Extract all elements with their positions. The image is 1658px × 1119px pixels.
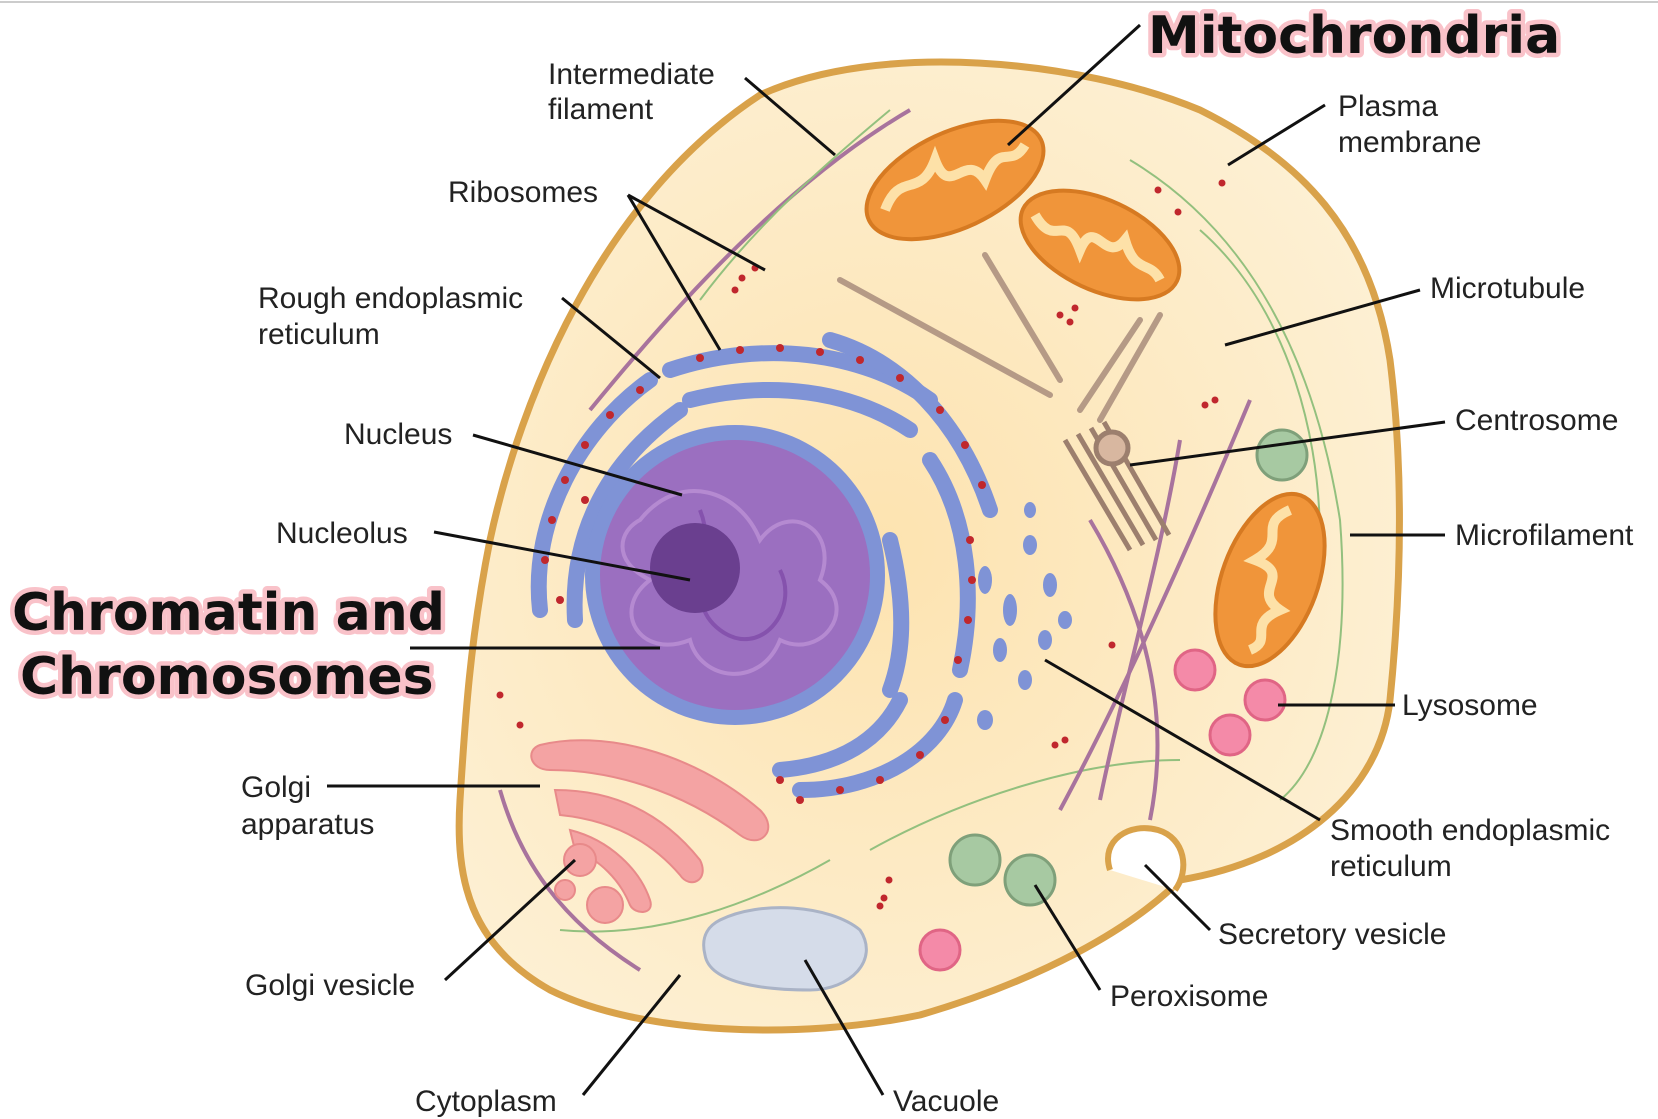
label-cytoplasm: Cytoplasm xyxy=(415,1085,557,1118)
label-rough-er-1: Rough endoplasmic xyxy=(258,282,523,315)
label-microfilament: Microfilament xyxy=(1455,519,1634,552)
label-intermediate-filament-2: filament xyxy=(548,93,654,126)
label-smooth-er-1: Smooth endoplasmic xyxy=(1330,814,1610,847)
label-nucleolus: Nucleolus xyxy=(276,517,408,550)
label-golgi-vesicle: Golgi vesicle xyxy=(245,969,415,1002)
label-intermediate-filament-1: Intermediate xyxy=(548,58,715,91)
label-peroxisome: Peroxisome xyxy=(1110,980,1268,1013)
label-golgi-apparatus-1: Golgi xyxy=(241,771,311,804)
label-golgi-apparatus-2: apparatus xyxy=(241,808,374,841)
label-lysosome: Lysosome xyxy=(1402,689,1538,722)
label-mitochondria-highlight: Mitochrondria xyxy=(1148,6,1560,66)
label-microtubule: Microtubule xyxy=(1430,272,1585,305)
label-ribosomes: Ribosomes xyxy=(448,176,598,209)
label-smooth-er-2: reticulum xyxy=(1330,850,1452,883)
label-chromatin-highlight-2: Chromosomes xyxy=(20,647,434,707)
label-vacuole: Vacuole xyxy=(893,1085,999,1118)
vacuole-shape xyxy=(704,908,867,990)
nucleolus-shape xyxy=(650,523,740,613)
label-nucleus: Nucleus xyxy=(344,418,452,451)
label-plasma-membrane-1: Plasma xyxy=(1338,90,1438,123)
label-secretory-vesicle: Secretory vesicle xyxy=(1218,918,1446,951)
nucleus-shape xyxy=(585,425,885,725)
label-chromatin-highlight-1: Chromatin and xyxy=(12,583,445,643)
label-rough-er-2: reticulum xyxy=(258,318,380,351)
peroxisome-upper xyxy=(1257,430,1307,480)
label-plasma-membrane-2: membrane xyxy=(1338,126,1481,159)
label-centrosome: Centrosome xyxy=(1455,404,1618,437)
